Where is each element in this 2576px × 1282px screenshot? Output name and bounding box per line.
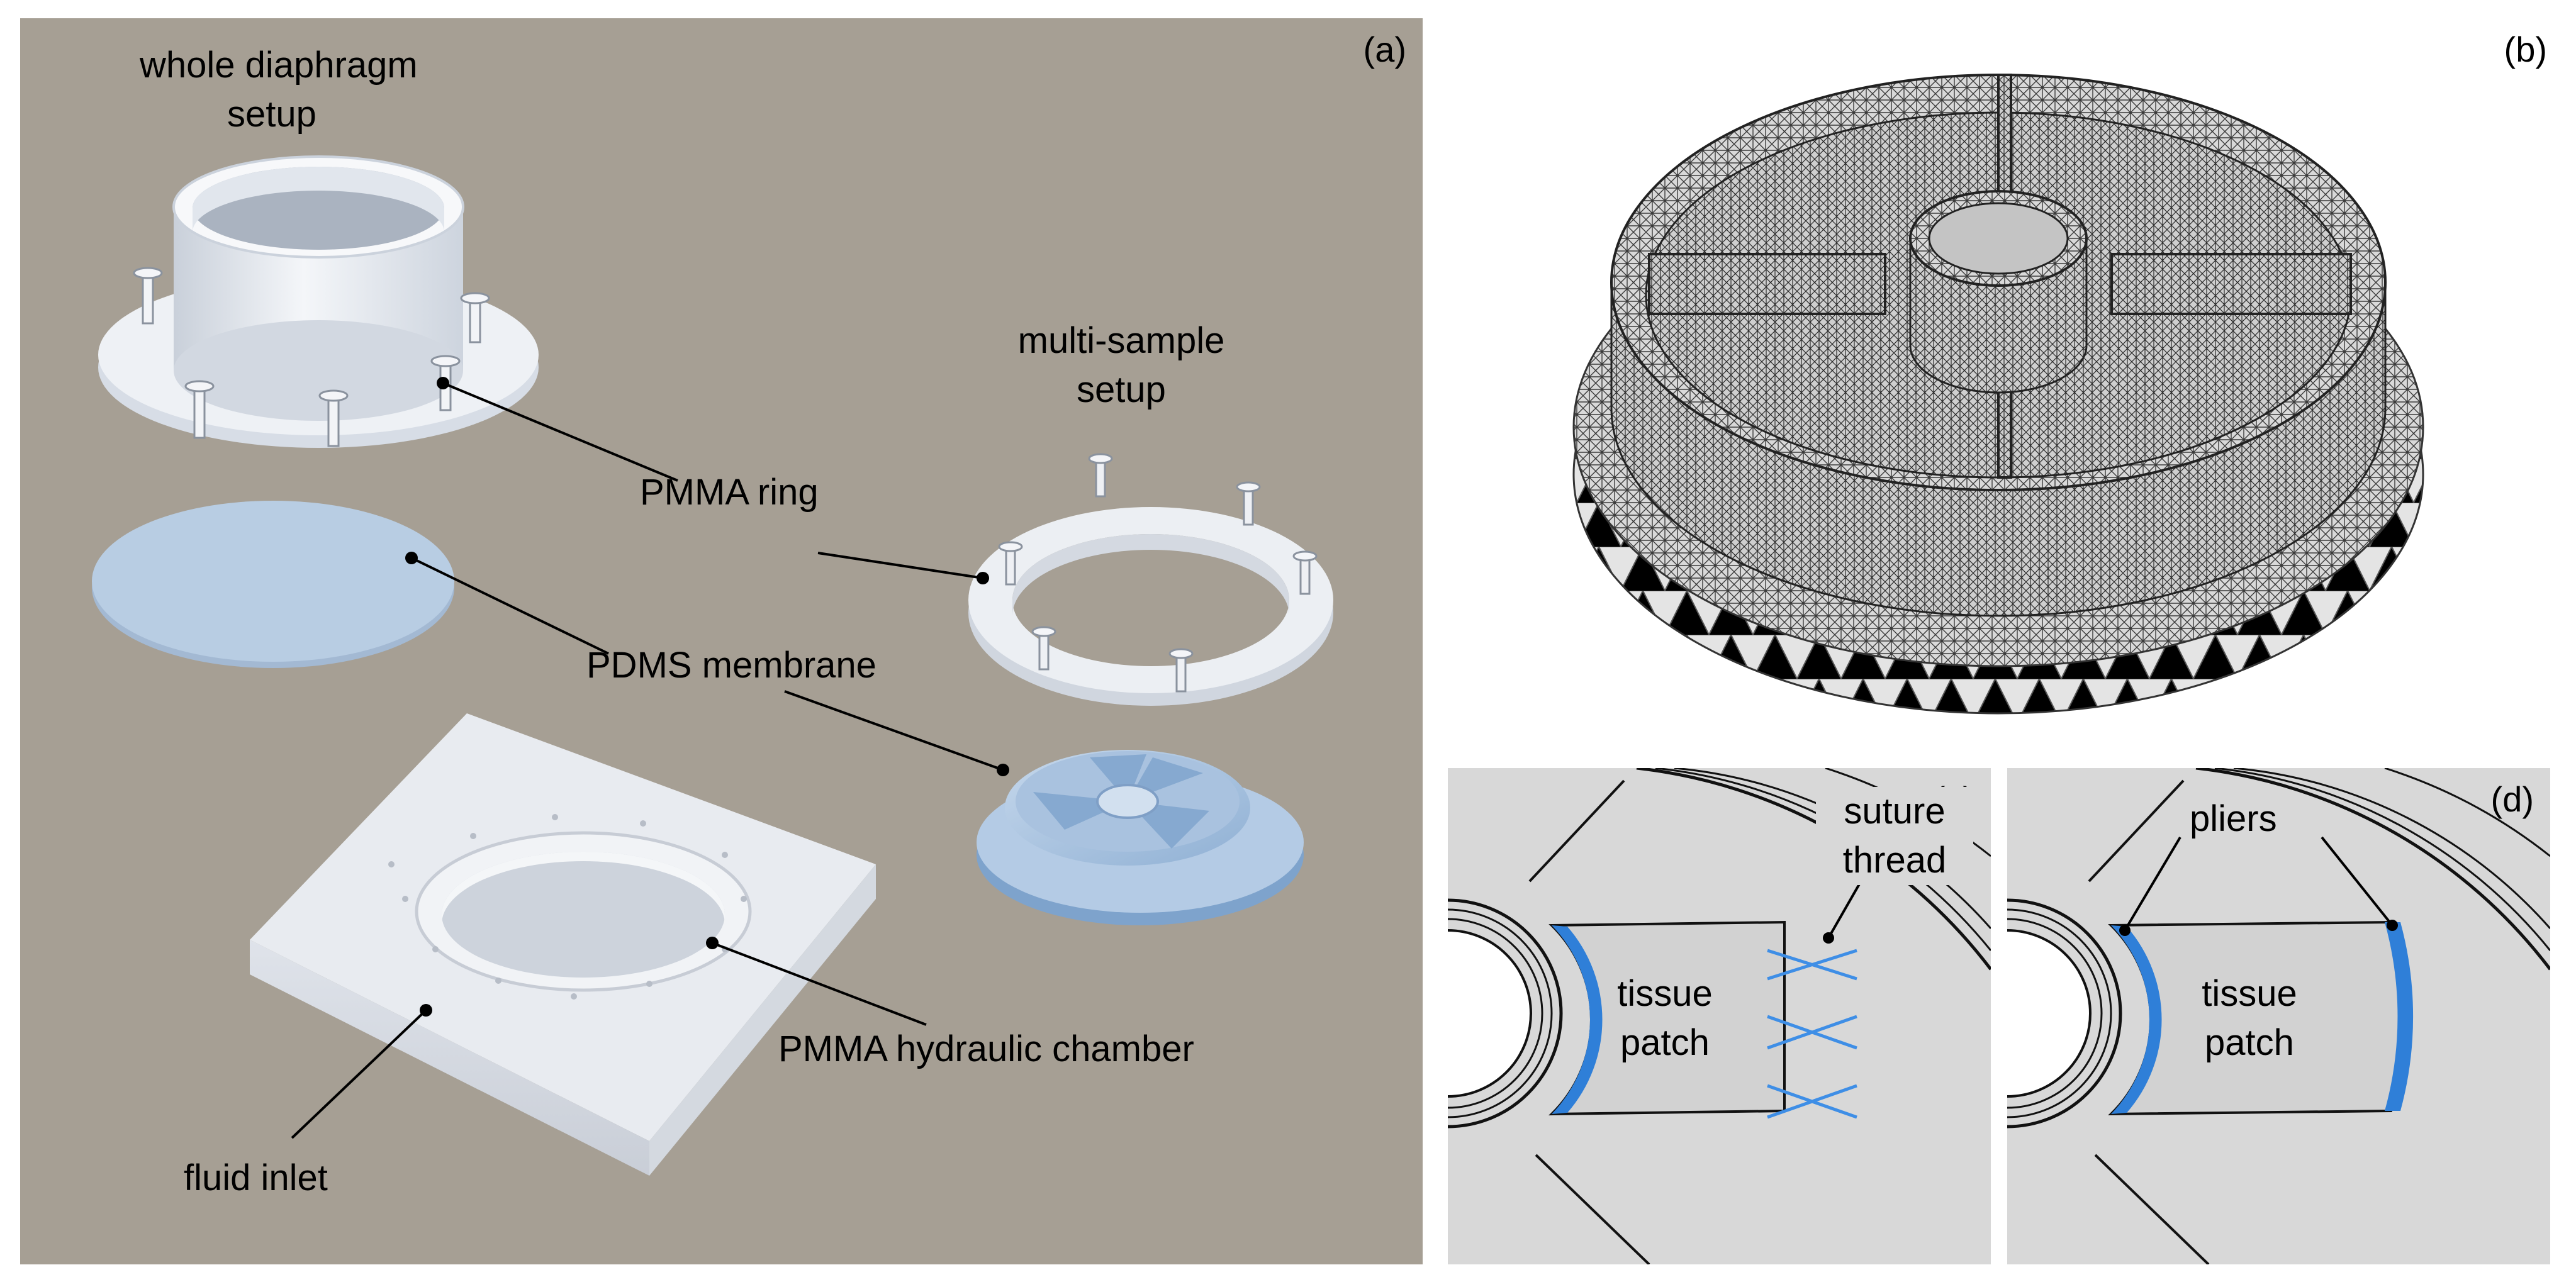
panel-d-pliers-attachment: (d) pliers tissue patch [2007,768,2550,1264]
pliers-leader-lines [2124,836,2394,932]
label-tissue-c-line-1: tissue [1617,973,1713,1014]
label-tissue-patch-d: tissue patch [2174,969,2325,1067]
panel-a-leader-lines [291,382,1004,1139]
label-tissue-d-line-2: patch [2205,1022,2294,1063]
label-multi-sample-setup: multi-sample setup [1002,316,1241,415]
suture-leader-dot [1823,932,1834,944]
panel-d-ring-structure [2007,768,2550,1264]
whole-diaphragm-ring [98,155,539,448]
inner-plier-blue [2111,925,2162,1114]
suture-stitches [1767,949,1857,1119]
label-suture-thread: suture thread [1816,787,1973,885]
label-fluid-inlet: fluid inlet [184,1157,328,1198]
fe-mesh-model [1572,74,2424,715]
pmma-hydraulic-chamber [250,713,876,1176]
label-whole-line-2: setup [227,94,316,135]
blue-multi-sample-insert [977,750,1304,925]
panel-a-exploded-view: (a) whole diaphragm setup multi-sample s… [20,18,1423,1264]
panel-a-tag: (a) [1363,30,1406,69]
panel-b-drawing [1572,74,2424,715]
panel-d-drawing [2007,768,2550,1264]
label-pdms-membrane: PDMS membrane [586,645,876,686]
label-tissue-d-line-1: tissue [2202,973,2297,1014]
pdms-membrane-disc [92,501,454,668]
panel-a-leader-dots [405,377,1009,1017]
outer-plier-blue [2385,922,2414,1111]
multi-sample-ring [968,453,1333,706]
label-suture-line-2: thread [1842,840,1947,881]
label-pmma-hydraulic-chamber: PMMA hydraulic chamber [778,1028,1194,1069]
label-whole-diaphragm-setup: whole diaphragm setup [140,41,418,139]
tissue-patch-blue-edge [1552,925,1603,1114]
panel-b-tag: (b) [2504,30,2547,69]
label-suture-line-1: suture [1844,791,1946,832]
panel-c-suture-attachment: (c) suture thread tissue patch [1448,768,1991,1264]
label-tissue-patch-c: tissue patch [1589,969,1740,1067]
label-multi-line-2: setup [1077,369,1166,410]
label-multi-line-1: multi-sample [1017,320,1225,361]
tissue-patch [2108,920,2414,1116]
label-whole-line-1: whole diaphragm [140,45,418,86]
pliers-leader-dots [2119,920,2398,936]
tissue-patch [1548,920,1786,1116]
panel-a-drawing [92,155,1333,1176]
label-pmma-ring: PMMA ring [640,472,819,513]
label-tissue-c-line-2: patch [1620,1022,1710,1063]
panel-d-tag: (d) [2490,779,2534,819]
label-pliers: pliers [2190,798,2277,839]
panel-b-fe-mesh: (b) [1445,18,2563,761]
